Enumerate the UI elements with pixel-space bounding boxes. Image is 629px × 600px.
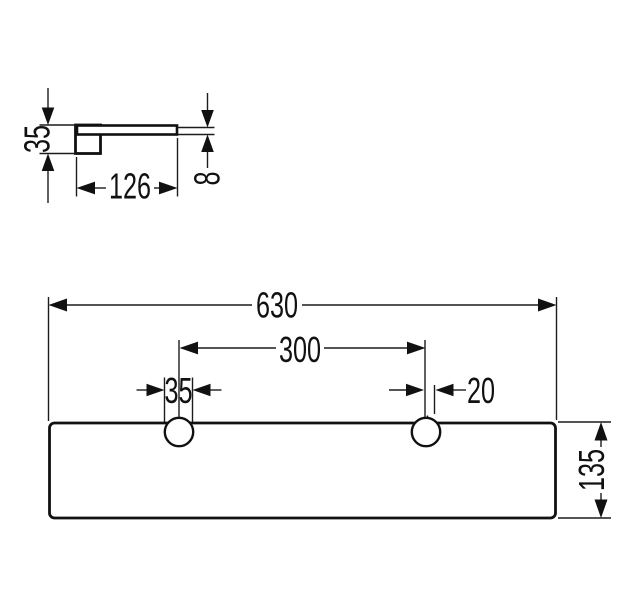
dim-label-front-depth: 135 [572,449,613,491]
arrowhead-right-icon [406,383,424,397]
shelf-plate-profile [75,124,179,136]
dim-label-plate-thickness: 8 [187,171,228,185]
arrowhead-down-icon [41,107,55,125]
dimension-overall-width: 630 [47,285,558,421]
dim-label-side-height: 35 [17,125,58,153]
dim-label-right-hole: 20 [467,371,495,412]
dim-label-side-depth: 126 [109,166,151,207]
dimension-left-hole: 35 [136,371,222,423]
dimension-plate-thickness: 8 [178,93,228,186]
dimension-hole-spacing: 300 [178,330,426,427]
arrowhead-up-icon [594,422,608,441]
mounting-hole-right [410,416,442,448]
shelf-outline [48,421,557,520]
dimension-side-height: 35 [17,88,76,203]
dim-label-hole-spacing: 300 [279,330,321,371]
front-view: 630 300 35 [47,285,613,520]
arrowhead-right-icon [407,341,426,355]
arrowhead-up-icon [41,153,55,171]
dim-label-overall-width: 630 [256,285,298,326]
arrowhead-down-icon [594,499,608,518]
shelf-side-profile [74,123,179,155]
arrowhead-right-icon [159,181,178,195]
dimension-front-depth: 135 [558,421,613,519]
arrowhead-left-icon [48,298,67,312]
side-view: 35 126 8 [17,88,228,207]
arrowhead-down-icon [201,110,214,128]
dimension-side-depth: 126 [75,138,179,207]
arrowhead-left-icon [179,341,198,355]
arrowhead-up-icon [201,134,214,152]
dim-label-left-hole: 35 [164,371,192,412]
arrowhead-left-icon [76,181,95,195]
arrowhead-right-icon [538,298,557,312]
dimension-right-hole: 20 [389,371,495,422]
arrowhead-right-icon [146,383,165,397]
arrowhead-left-icon [435,383,454,397]
mounting-hole-left [163,416,195,448]
arrowhead-left-icon [192,383,211,397]
